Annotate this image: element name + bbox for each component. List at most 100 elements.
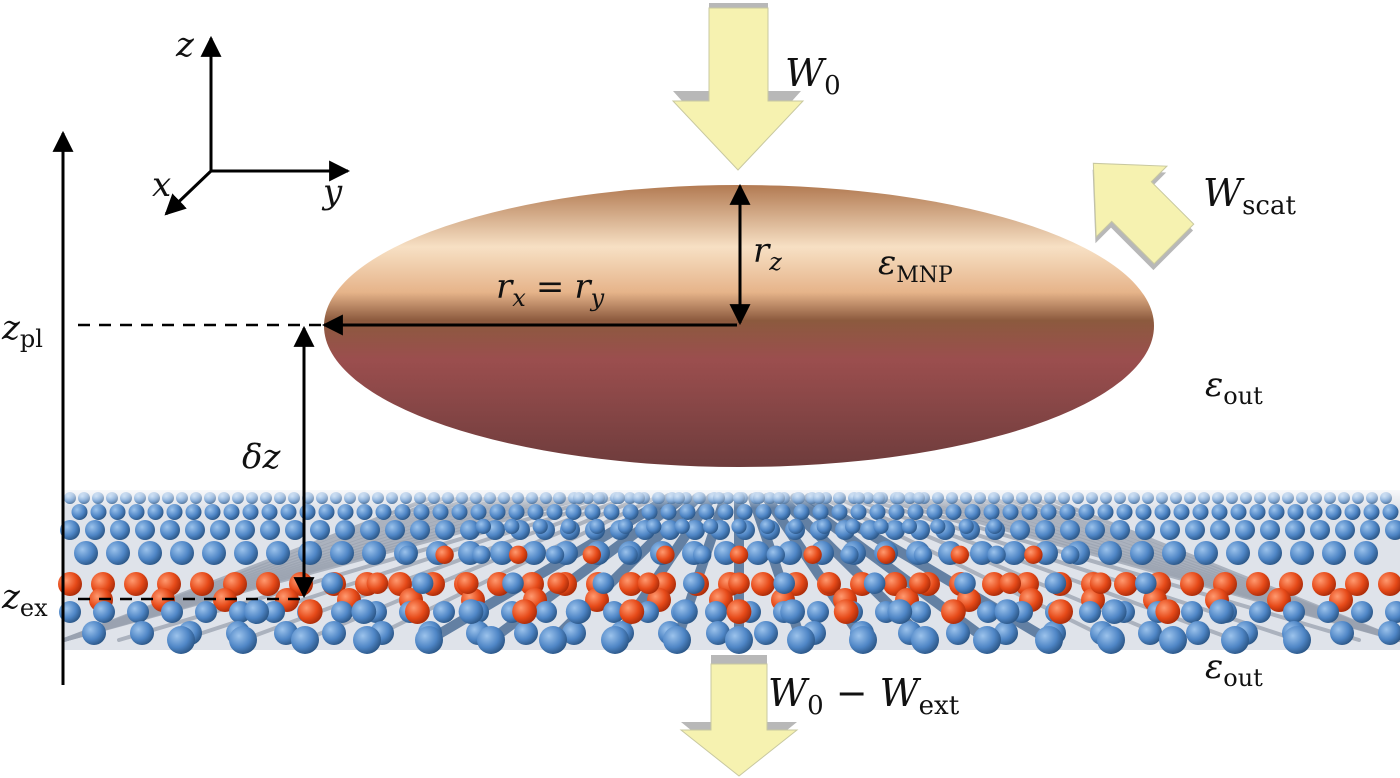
chalcogen-atom <box>535 601 557 623</box>
chalcogen-atom <box>210 520 230 540</box>
chalcogen-atom <box>93 601 115 623</box>
chalcogen-atom <box>1159 626 1187 654</box>
chalcogen-atom <box>385 520 405 540</box>
chalcogen-atom <box>1185 520 1205 540</box>
chalcogen-atom <box>82 621 106 645</box>
chalcogen-atom <box>911 626 939 654</box>
metal-atom <box>297 599 323 624</box>
metal-atom <box>512 599 537 624</box>
chalcogen-atom <box>1135 572 1157 594</box>
chalcogen-atom <box>1226 541 1250 565</box>
chalcogen-atom <box>1385 520 1400 540</box>
chalcogen-atom <box>1283 626 1311 654</box>
metal-atom <box>190 572 214 596</box>
chalcogen-atom <box>1335 520 1355 540</box>
chalcogen-atom <box>127 601 149 623</box>
chalcogen-atom <box>298 541 322 565</box>
chalcogen-atom <box>1285 520 1305 540</box>
chalcogen-atom <box>235 520 255 540</box>
chalcogen-atom <box>1097 626 1125 654</box>
chalcogen-atom <box>603 601 625 623</box>
chalcogen-atom <box>398 545 417 564</box>
metal-atom <box>726 599 752 624</box>
eps-out-top-label: εout <box>1205 365 1263 410</box>
chalcogen-atom <box>1130 541 1154 565</box>
chalcogen-atom <box>1317 601 1339 623</box>
chalcogen-atom <box>703 518 719 535</box>
y-axis-label: y <box>321 172 343 212</box>
chalcogen-atom <box>706 621 730 645</box>
chalcogen-atom <box>646 518 662 535</box>
chalcogen-atom <box>160 520 180 540</box>
chalcogen-atom <box>1235 520 1255 540</box>
chalcogen-atom <box>663 626 691 654</box>
metal-atom <box>435 545 454 564</box>
metal-atom <box>833 599 859 624</box>
chalcogen-atom <box>619 545 638 564</box>
chalcogen-atom <box>754 621 778 645</box>
chalcogen-atom <box>773 572 795 594</box>
chalcogen-atom <box>788 518 804 535</box>
metal-atom <box>637 572 660 594</box>
r-xy-label: rx=ry <box>496 267 605 312</box>
chalcogen-atom <box>1002 541 1026 565</box>
chalcogen-atom <box>589 518 605 535</box>
metal-atom <box>547 572 569 594</box>
metal-atom <box>751 572 775 596</box>
chalcogen-atom <box>170 541 194 565</box>
metal-atom <box>1246 572 1270 596</box>
coordinate-axes <box>164 35 351 216</box>
chalcogen-atom <box>411 572 434 594</box>
chalcogen-atom <box>1162 541 1186 565</box>
metal-atom <box>729 545 749 564</box>
chalcogen-atom <box>1186 621 1210 645</box>
chalcogen-atom <box>601 626 629 654</box>
chalcogen-atom <box>321 572 344 594</box>
chalcogen-atom <box>1310 520 1330 540</box>
chalcogen-atom <box>331 601 353 623</box>
metal-atom <box>1114 572 1138 596</box>
chalcogen-atom <box>1160 520 1180 540</box>
metal-atom <box>656 545 675 564</box>
metal-atom <box>1089 572 1112 594</box>
z-ex-label: zex <box>1 577 48 622</box>
chalcogen-atom <box>685 520 705 540</box>
chalcogen-atom <box>1138 621 1162 645</box>
chalcogen-atom <box>260 520 280 540</box>
lattice-bond <box>1045 496 1400 642</box>
chalcogen-atom <box>522 541 546 565</box>
atomic-monolayer <box>58 488 1400 654</box>
chalcogen-atom <box>705 601 727 623</box>
metal-atom <box>509 545 528 564</box>
chalcogen-atom <box>759 518 776 535</box>
chalcogen-atom <box>138 541 162 565</box>
chalcogen-atom <box>1385 601 1400 623</box>
chalcogen-atom <box>472 545 491 564</box>
chalcogen-atom <box>987 545 1006 564</box>
metal-atom <box>124 572 148 596</box>
incident-power-arrow <box>671 3 805 171</box>
chalcogen-atom <box>901 518 918 535</box>
z-pl-label: zpl <box>1 308 43 353</box>
lattice-bond <box>877 496 1361 642</box>
chalcogen-atom <box>1351 601 1373 623</box>
scattered-power-arrow <box>1092 162 1195 271</box>
chalcogen-atom <box>433 601 455 623</box>
chalcogen-atom <box>135 520 155 540</box>
chalcogen-atom <box>970 541 994 565</box>
chalcogen-atom <box>780 599 805 624</box>
eps-mnp-label: εMNP <box>878 243 953 288</box>
metal-atom <box>1345 572 1369 596</box>
chalcogen-atom <box>229 626 257 654</box>
chalcogen-atom <box>85 520 105 540</box>
metal-nanoparticle <box>324 185 1154 467</box>
chalcogen-atom <box>1249 601 1271 623</box>
chalcogen-atom <box>362 541 386 565</box>
lattice-depth-fade <box>64 488 1400 508</box>
chalcogen-atom <box>110 520 130 540</box>
chalcogen-atom <box>458 599 484 624</box>
chalcogen-atom <box>360 520 380 540</box>
chalcogen-atom <box>532 518 548 535</box>
